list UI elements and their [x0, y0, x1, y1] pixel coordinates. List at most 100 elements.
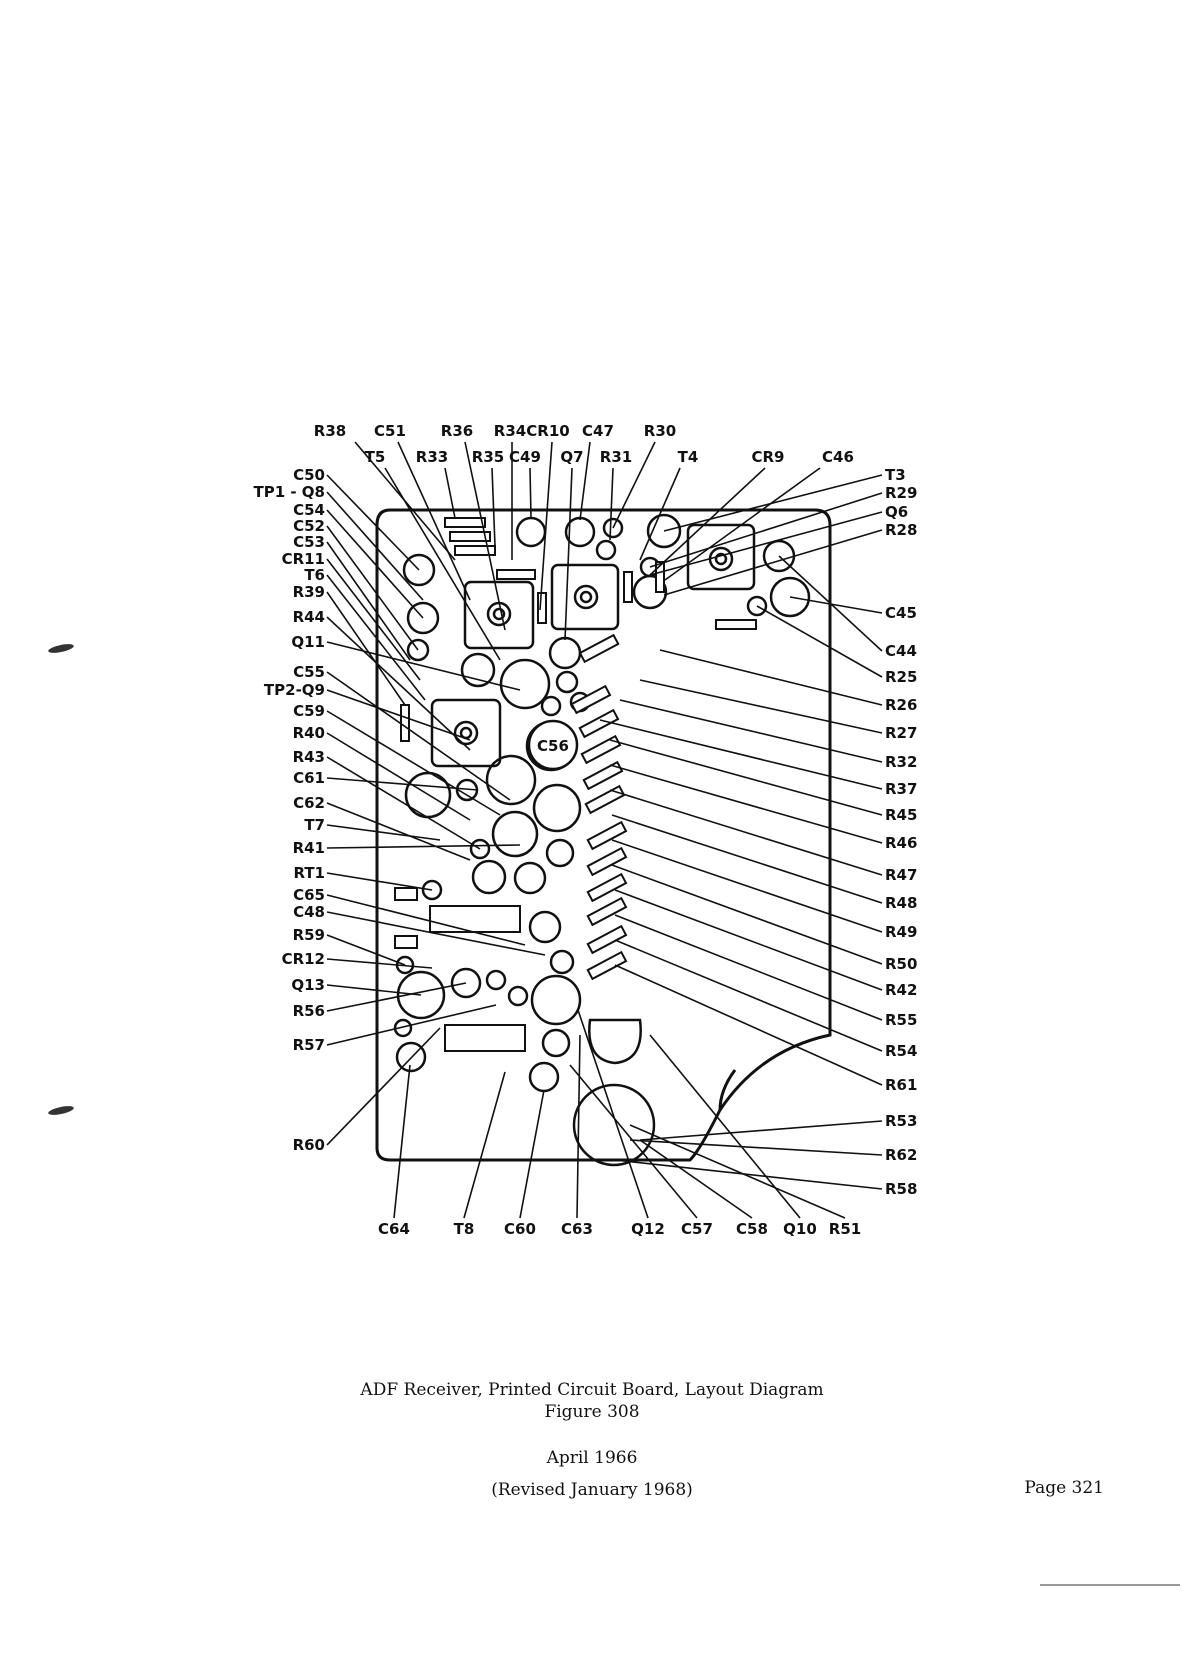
leader-r25 — [756, 605, 883, 678]
leader-c53 — [326, 541, 411, 661]
leader-q6 — [649, 511, 883, 576]
leader-c52 — [326, 525, 419, 651]
leader-lines — [326, 441, 883, 1219]
leader-c57 — [569, 1064, 698, 1219]
label-r36: R36 — [441, 422, 473, 440]
label-r44: R44 — [293, 608, 325, 626]
leader-t7 — [326, 824, 441, 841]
label-r56: R56 — [293, 1002, 325, 1020]
label-r32: R32 — [885, 753, 917, 771]
label-c64: C64 — [378, 1220, 410, 1238]
leader-r36 — [464, 441, 506, 631]
label-c60: C60 — [504, 1220, 536, 1238]
label-c61: C61 — [293, 769, 325, 787]
leader-rt1 — [326, 872, 433, 891]
label-r34: R34 — [494, 422, 526, 440]
label-c50: C50 — [293, 466, 325, 484]
label-r49: R49 — [885, 923, 917, 941]
leader-r32 — [619, 699, 883, 763]
label-r62: R62 — [885, 1146, 917, 1164]
leader-r44 — [326, 616, 471, 751]
label-r43: R43 — [293, 748, 325, 766]
label-c65: C65 — [293, 886, 325, 904]
label-c45: C45 — [885, 604, 917, 622]
leader-cr11 — [326, 558, 421, 681]
leader-r31 — [609, 467, 614, 541]
label-r48: R48 — [885, 894, 917, 912]
leader-t6 — [326, 574, 426, 701]
label-c57: C57 — [681, 1220, 713, 1238]
leader-c44 — [778, 555, 883, 652]
label-cr12: CR12 — [282, 950, 325, 968]
leader-c54 — [326, 509, 424, 619]
leader-q11 — [326, 641, 521, 691]
label-c44: C44 — [885, 642, 917, 660]
leader-q13 — [326, 984, 422, 996]
label-q12: Q12 — [631, 1220, 665, 1238]
leader-c64 — [393, 1064, 411, 1219]
label-r31: R31 — [600, 448, 632, 466]
resistor-bodies — [394, 517, 757, 1052]
leader-r60 — [326, 1027, 441, 1146]
label-r26: R26 — [885, 696, 917, 714]
label-r41: R41 — [293, 839, 325, 857]
label-t8: T8 — [454, 1220, 475, 1238]
label-c49: C49 — [509, 448, 541, 466]
leader-r55 — [614, 914, 883, 1021]
label-r54: R54 — [885, 1042, 917, 1060]
board-outline — [375, 508, 832, 1162]
label-q13: Q13 — [291, 976, 325, 994]
label-r55: R55 — [885, 1011, 917, 1029]
leader-r59 — [326, 934, 406, 966]
label-r53: R53 — [885, 1112, 917, 1130]
leader-r49 — [611, 839, 883, 933]
leader-r30 — [612, 441, 656, 529]
board-label-c56: C56 — [537, 737, 569, 755]
label-q10: Q10 — [783, 1220, 817, 1238]
leader-r43 — [326, 756, 481, 850]
label-tp2-q9: TP2-Q9 — [264, 681, 325, 699]
leader-cr10 — [539, 441, 553, 611]
leader-r26 — [659, 649, 883, 706]
label-t4: T4 — [678, 448, 699, 466]
label-c53: C53 — [293, 533, 325, 551]
leader-c45 — [789, 596, 883, 614]
issue-date: April 1966 — [546, 1448, 638, 1468]
label-c59: C59 — [293, 702, 325, 720]
leader-q10 — [649, 1034, 801, 1219]
leader-r40 — [326, 732, 471, 821]
leader-cr9 — [649, 467, 766, 576]
scan-mark — [1040, 1584, 1180, 1586]
leader-c51 — [397, 441, 471, 601]
leader-r46 — [609, 764, 883, 844]
leader-r51 — [629, 1124, 846, 1219]
label-r46: R46 — [885, 834, 917, 852]
label-r38: R38 — [314, 422, 346, 440]
revision-date: (Revised January 1968) — [491, 1480, 693, 1500]
leader-c46 — [664, 467, 821, 581]
leader-c50 — [326, 474, 420, 571]
label-c58: C58 — [736, 1220, 768, 1238]
leader-r53 — [639, 1120, 883, 1141]
label-c46: C46 — [822, 448, 854, 466]
label-c48: C48 — [293, 903, 325, 921]
label-c55: C55 — [293, 663, 325, 681]
leader-q7 — [564, 467, 573, 641]
label-r40: R40 — [293, 724, 325, 742]
leader-c48 — [326, 911, 546, 956]
label-r50: R50 — [885, 955, 917, 973]
label-tp1-q8: TP1 - Q8 — [253, 483, 325, 501]
label-cr11: CR11 — [282, 550, 325, 568]
leader-r28 — [663, 529, 883, 596]
label-c51: C51 — [374, 422, 406, 440]
leader-c47 — [579, 441, 591, 521]
leader-r42 — [614, 889, 883, 991]
leader-r48 — [611, 814, 883, 904]
label-r37: R37 — [885, 780, 917, 798]
leader-c62 — [326, 802, 471, 861]
leader-tp1-q8 — [326, 491, 424, 601]
leader-r56 — [326, 982, 467, 1012]
label-r35: R35 — [472, 448, 504, 466]
